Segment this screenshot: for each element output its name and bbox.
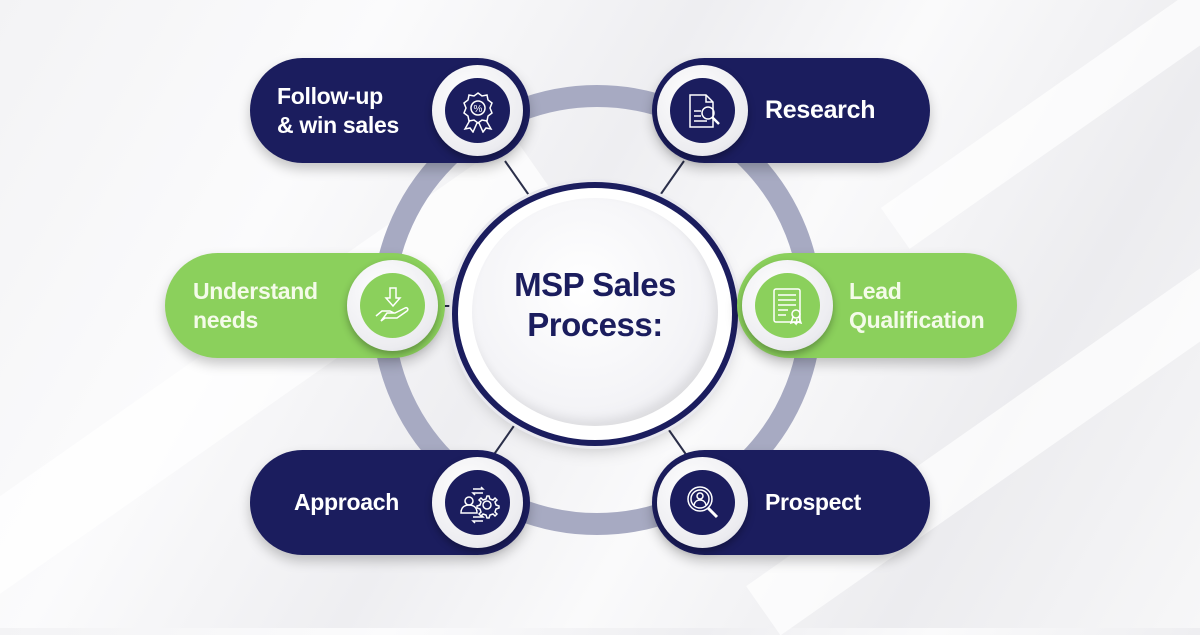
connector-line	[440, 305, 462, 307]
diagram-title: MSP Sales Process:	[514, 265, 676, 345]
step-approach: Approach	[250, 450, 530, 555]
step-icon-badge	[657, 457, 748, 548]
hand-receive-icon	[375, 286, 409, 322]
svg-text:%: %	[473, 104, 482, 115]
title-line-2: Process:	[527, 306, 663, 343]
step-label: Research	[765, 96, 876, 124]
title-line-1: MSP Sales	[514, 266, 676, 303]
user-search-icon	[686, 485, 718, 518]
award-percent-icon: %	[462, 91, 493, 133]
document-search-icon	[688, 93, 720, 128]
step-lead-qualification: Lead Qualification	[737, 253, 1017, 358]
center-hub: MSP Sales Process:	[458, 188, 732, 440]
step-icon-badge	[742, 260, 833, 351]
step-icon-badge: %	[432, 65, 523, 156]
step-label: Prospect	[765, 489, 862, 515]
background-streak	[880, 0, 1200, 249]
step-understand-needs: Understand needs	[165, 253, 445, 358]
step-follow-up-win-sales: Follow-up & win sales %	[250, 58, 530, 163]
step-research: Research	[652, 58, 930, 163]
step-label: Understand needs	[193, 277, 318, 333]
step-icon-badge	[347, 260, 438, 351]
step-label: Follow-up & win sales	[277, 82, 399, 138]
step-label: Approach	[294, 489, 399, 515]
step-icon-badge	[432, 457, 523, 548]
step-icon-badge	[657, 65, 748, 156]
center-hub-face: MSP Sales Process:	[472, 198, 718, 426]
certificate-icon	[772, 287, 802, 326]
person-gear-exchange-icon	[459, 485, 500, 524]
step-label: Lead Qualification	[849, 277, 985, 333]
step-prospect: Prospect	[652, 450, 930, 555]
